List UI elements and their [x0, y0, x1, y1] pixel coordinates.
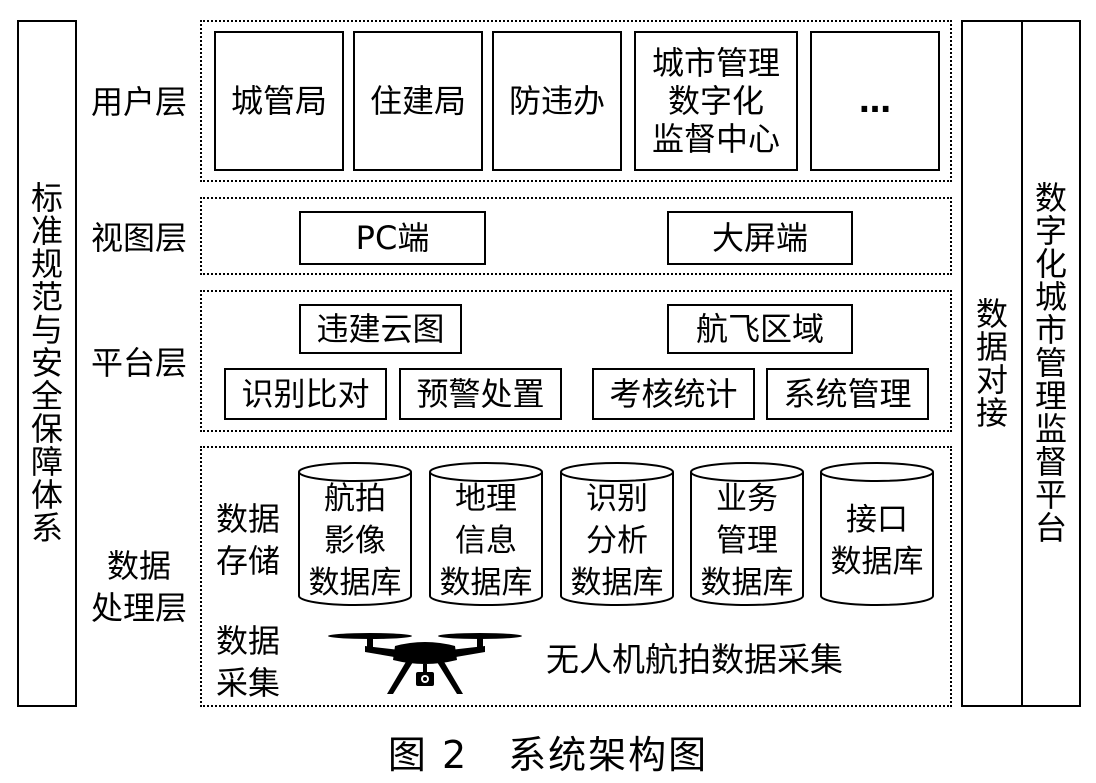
database-label: 航拍 影像 数据库: [308, 481, 402, 601]
view-layer-label: 视图层: [90, 219, 187, 257]
platform-box-system-management: 系统管理: [766, 368, 929, 420]
view-box-big-screen: 大屏端: [667, 211, 853, 265]
database-cylinder: 业务 管理 数据库: [689, 461, 805, 607]
platform-layer-frame: [200, 290, 952, 432]
platform-box-flight-area: 航飞区域: [667, 304, 853, 354]
drone-icon: [325, 628, 525, 698]
figure-caption: 图 2 系统架构图: [387, 733, 709, 777]
platform-box-warning-handling: 预警处置: [399, 368, 562, 420]
data-docking-pillar: 数据对接: [961, 20, 1023, 707]
left-pillar: 标准规范与安全保障体系: [17, 20, 77, 707]
user-box-zhujian: 住建局: [353, 31, 483, 171]
platform-box-recognition-compare: 识别比对: [224, 368, 387, 420]
database-cylinder: 航拍 影像 数据库: [297, 461, 413, 607]
data-layer-frame: [200, 446, 952, 707]
database-label: 业务 管理 数据库: [700, 481, 794, 601]
view-layer-frame: [200, 197, 952, 275]
database-label: 识别 分析 数据库: [570, 481, 664, 601]
database-cylinder: 接口 数据库: [819, 461, 935, 607]
user-box-chengguan: 城管局: [214, 31, 344, 171]
data-storage-label: 数据 存储: [215, 500, 280, 580]
platform-box-assessment-stats: 考核统计: [592, 368, 755, 420]
platform-layer-label: 平台层: [90, 344, 187, 382]
view-box-pc: PC端: [299, 211, 486, 265]
platform-box-violation-cloud-map: 违建云图: [299, 304, 462, 354]
user-box-ellipsis: …: [810, 31, 940, 171]
database-label: 地理 信息 数据库: [439, 481, 533, 601]
database-label: 接口 数据库: [830, 502, 924, 580]
user-box-supervision-center: 城市管理 数字化 监督中心: [634, 31, 798, 171]
database-cylinder: 识别 分析 数据库: [559, 461, 675, 607]
data-collection-text: 无人机航拍数据采集: [546, 640, 843, 679]
user-layer-label: 用户层: [90, 83, 187, 121]
data-collection-label: 数据 采集: [215, 622, 280, 702]
data-layer-label: 数据 处理层: [90, 547, 187, 627]
user-layer-frame: [200, 20, 952, 182]
database-cylinder: 地理 信息 数据库: [428, 461, 544, 607]
digital-city-platform-pillar: 数字化城市管理监督平台: [1021, 20, 1081, 707]
user-box-fangwei: 防违办: [492, 31, 622, 171]
